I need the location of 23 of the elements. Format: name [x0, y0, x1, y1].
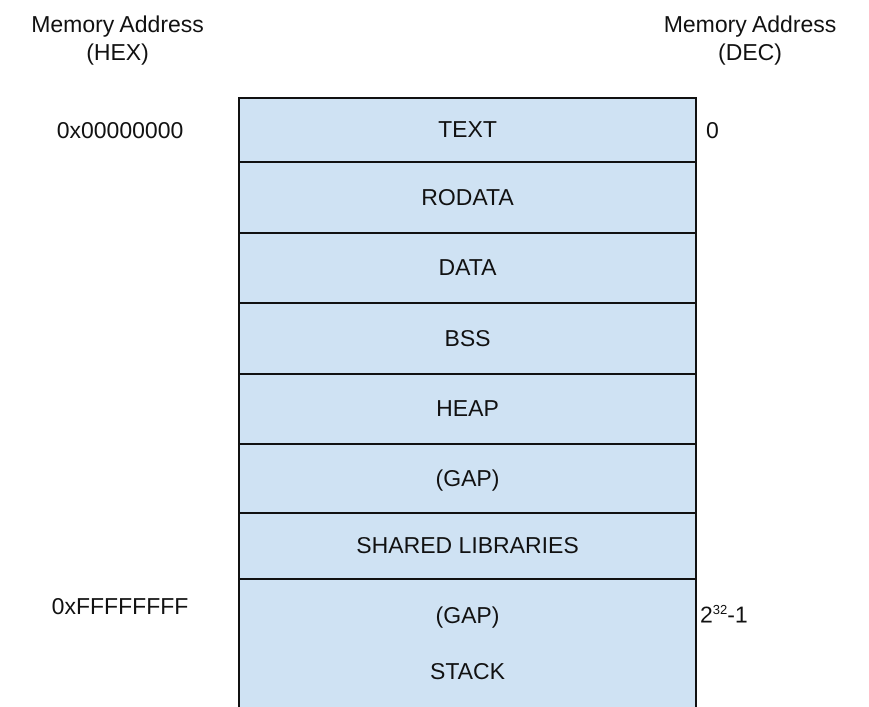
memory-segment — [238, 302, 697, 375]
memory-segment — [238, 97, 697, 163]
memory-segment — [238, 161, 697, 234]
address-value: 0 — [706, 116, 720, 144]
address-value: 0x00000000 — [56, 116, 184, 144]
segment-label: RODATA — [420, 184, 515, 210]
segment-label: BSS — [443, 324, 492, 350]
address-value: 0xFFFFFFFF — [50, 592, 190, 620]
address-value: 2$^{32}$-1 — [700, 600, 749, 629]
segment-label: STACK — [429, 658, 506, 684]
segment-label: (GAP) — [434, 602, 500, 628]
memory-segment — [238, 512, 697, 580]
memory-segment — [238, 373, 697, 445]
memory-segment — [238, 578, 697, 707]
memory-segment — [238, 443, 697, 514]
memory-segment — [238, 232, 697, 304]
segment-label: DATA — [438, 254, 498, 280]
segment-label: SHARED LIBRARIES — [355, 532, 580, 558]
segment-label: (GAP) — [434, 464, 500, 490]
column-heading: Memory Address (DEC) — [662, 10, 838, 66]
segment-label: TEXT — [437, 116, 498, 142]
segment-label: HEAP — [435, 395, 500, 421]
column-heading: Memory Address (HEX) — [30, 10, 205, 66]
